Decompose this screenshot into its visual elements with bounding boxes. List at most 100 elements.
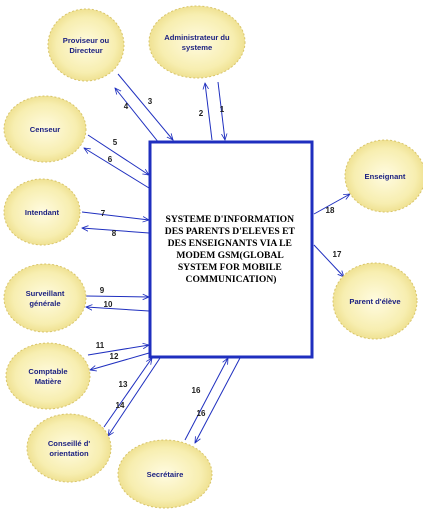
actor-label: Intendant <box>25 208 60 217</box>
flow-arrow <box>87 345 149 356</box>
actor-label-line: Enseignant <box>365 172 406 181</box>
flow-1: 1 <box>217 81 225 140</box>
flow-number: 12 <box>110 352 119 361</box>
flow-number: 14 <box>116 401 125 410</box>
actor-bubble <box>332 262 418 340</box>
flow-3: 3 <box>117 73 173 140</box>
actor-label: Enseignant <box>365 172 406 181</box>
flow-12: 12 <box>90 352 150 370</box>
flow-arrow <box>90 352 150 370</box>
flow-arrow <box>103 358 152 428</box>
flow-13: 13 <box>103 358 152 428</box>
actor-label-line: orientation <box>49 449 89 458</box>
flow-16: 16 <box>195 357 241 443</box>
flow-14: 14 <box>108 357 161 436</box>
flow-16: 16 <box>184 358 228 441</box>
flow-arrow <box>87 134 149 175</box>
flow-number: 16 <box>197 409 206 418</box>
actor-label: Conseillé d'orientation <box>48 439 91 458</box>
actor-bubble <box>26 413 112 483</box>
system-title-line: COMMUNICATION) <box>186 274 277 285</box>
actor-label-line: Secrétaire <box>147 470 184 479</box>
actor-label-line: Proviseur ou <box>63 36 110 45</box>
actor-bubble <box>3 178 81 246</box>
flow-arrow <box>313 244 344 277</box>
actor-label: Secrétaire <box>147 470 184 479</box>
system-title-line: SYSTEM FOR MOBILE <box>178 262 282 273</box>
system-box <box>148 140 314 359</box>
actor-bubble <box>344 139 423 213</box>
actor-label-line: Surveillant <box>26 289 65 298</box>
flow-arrow <box>117 73 173 140</box>
flow-number: 17 <box>333 250 342 259</box>
actor-bubble <box>3 263 87 333</box>
flow-arrow <box>205 83 213 141</box>
flow-4: 4 <box>115 88 164 149</box>
flow-number: 10 <box>104 300 113 309</box>
flow-5: 5 <box>87 134 149 175</box>
flow-10: 10 <box>86 300 150 312</box>
actor-bubble <box>117 439 213 509</box>
flow-number: 8 <box>112 229 117 238</box>
actor-bubble <box>3 95 87 163</box>
flow-number: 13 <box>119 380 128 389</box>
flow-arrow <box>195 357 241 443</box>
flow-8: 8 <box>82 228 150 238</box>
actor-label-line: Comptable <box>28 367 67 376</box>
flow-arrow <box>313 194 350 215</box>
system-title-line: DES ENSEIGNANTS VIA LE <box>168 238 292 249</box>
actor-bubble <box>5 342 91 410</box>
flow-arrow <box>86 307 150 312</box>
system-title-line: SYSTEME D'INFORMATION <box>166 214 295 225</box>
actor-label-line: Intendant <box>25 208 60 217</box>
flow-number: 1 <box>220 105 225 114</box>
actor-bubble <box>148 5 246 79</box>
actor-label-line: générale <box>29 299 60 308</box>
actor-conseille: Conseillé d'orientation <box>26 413 112 483</box>
flow-arrow <box>184 358 228 441</box>
flow-number: 3 <box>148 97 153 106</box>
system-process: SYSTEME D'INFORMATION DES PARENTS D'ELEV… <box>148 140 314 359</box>
system-title-line: MODEM GSM(GLOBAL <box>176 250 283 261</box>
actor-label-line: Administrateur du <box>164 33 230 42</box>
flow-number: 6 <box>108 155 113 164</box>
flow-number: 5 <box>113 138 118 147</box>
actor-label: Censeur <box>30 125 60 134</box>
flow-6: 6 <box>84 148 150 189</box>
actor-intendant: Intendant <box>3 178 81 246</box>
flow-arrow <box>217 81 225 140</box>
flow-arrow <box>115 88 164 149</box>
flow-number: 4 <box>124 102 129 111</box>
flow-number: 16 <box>192 386 201 395</box>
flow-number: 18 <box>326 206 335 215</box>
flow-arrow <box>84 148 150 189</box>
flow-number: 2 <box>199 109 204 118</box>
actor-secretaire: Secrétaire <box>117 439 213 509</box>
flow-17: 17 <box>313 244 344 277</box>
system-title: SYSTEME D'INFORMATION DES PARENTS D'ELEV… <box>165 214 297 285</box>
actor-label-line: Conseillé d' <box>48 439 91 448</box>
flow-7: 7 <box>81 209 149 220</box>
flow-arrow <box>85 296 149 297</box>
flow-number: 11 <box>96 341 105 350</box>
actor-censeur: Censeur <box>3 95 87 163</box>
system-title-line: DES PARENTS D'ELEVES ET <box>165 226 296 237</box>
flow-11: 11 <box>87 341 149 356</box>
actor-bubble <box>47 8 125 82</box>
flow-9: 9 <box>85 286 149 297</box>
actor-label-line: systeme <box>182 43 212 52</box>
flow-18: 18 <box>313 194 350 215</box>
actor-label-line: Censeur <box>30 125 60 134</box>
actor-label: Parent d'élève <box>349 297 400 306</box>
flow-number: 9 <box>100 286 105 295</box>
